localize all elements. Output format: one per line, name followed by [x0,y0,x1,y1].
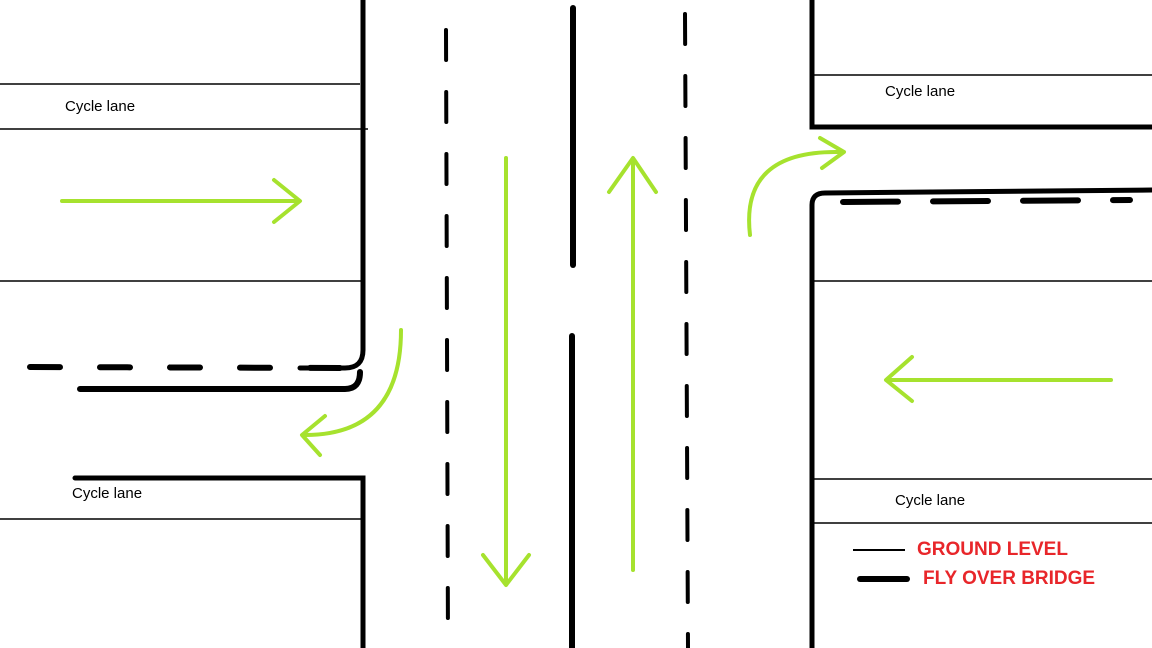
cycle-lane-label-top-right: Cycle lane [885,83,955,100]
road-edges [72,0,1152,648]
right-road-edge-upper [809,0,1152,130]
arrow-turn-right-to-flyover [747,136,846,237]
left-road-edge-upper [297,0,366,371]
cycle-lane-lines [0,74,1152,524]
left-road-edge-lower [72,475,366,648]
cycle-lane-label-top-left: Cycle lane [65,98,135,115]
legend-ground-label: GROUND LEVEL [917,539,1068,560]
lane-divider-right [683,12,690,648]
legend: GROUND LEVEL FLY OVER BRIDGE [853,539,1095,589]
flyover-left-solid [77,369,363,392]
right-road-edge-lower [809,187,1152,648]
flyover-bridge-lines [27,197,1133,392]
flyover-left-dashed [27,364,353,371]
legend-flyover-label: FLY OVER BRIDGE [923,568,1095,589]
arrow-north-main-road [607,156,658,572]
arrow-south-main-road [481,156,531,587]
vertical-lane-markings [444,5,690,648]
direction-arrows [60,136,1113,587]
flyover-right-dashed [840,197,1133,205]
cycle-lane-label-bottom-left: Cycle lane [72,485,142,502]
lane-divider-left [444,28,450,648]
cycle-lane-label-bottom-right: Cycle lane [895,492,965,509]
arrow-turn-left-to-flyover [300,328,403,457]
arrow-west-right-road [884,355,1113,403]
arrow-east-left-road [60,178,302,224]
